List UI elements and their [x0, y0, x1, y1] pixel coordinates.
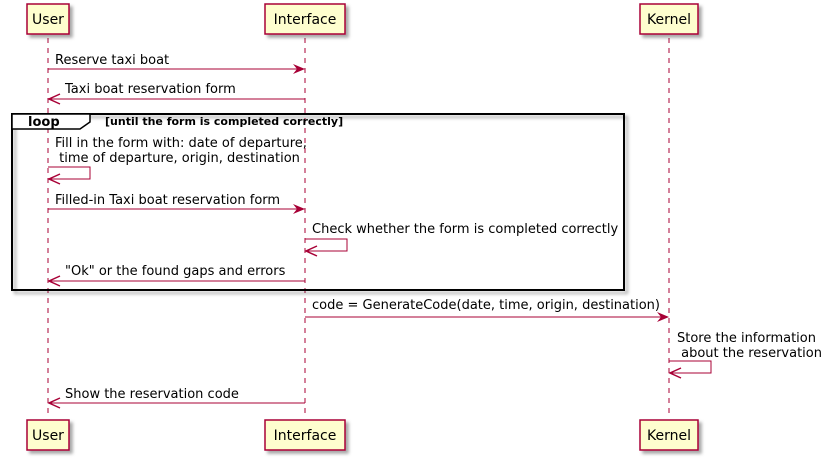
svg-text:Fill in the form with: date of: Fill in the form with: date of departure… — [55, 136, 307, 151]
loop-keyword: loop — [28, 115, 60, 130]
svg-text:about the reservation: about the reservation — [677, 346, 822, 361]
svg-text:Interface: Interface — [274, 12, 337, 28]
loop-condition: [until the form is completed correctly] — [105, 115, 343, 128]
svg-text:Filled-in Taxi boat reservatio: Filled-in Taxi boat reservation form — [55, 193, 280, 208]
svg-text:time of departure, origin, des: time of departure, origin, destination — [55, 151, 300, 166]
svg-text:Reserve taxi boat: Reserve taxi boat — [55, 53, 169, 68]
message-ok-or-errors: "Ok" or the found gaps and errors — [47, 264, 305, 287]
message-generate-code: code = GenerateCode(date, time, origin, … — [305, 298, 669, 322]
svg-text:"Ok" or the found gaps and err: "Ok" or the found gaps and errors — [65, 264, 286, 279]
svg-text:Kernel: Kernel — [647, 12, 691, 28]
participant-interface-top: Interface — [264, 3, 346, 35]
svg-text:Store the information: Store the information — [677, 331, 816, 346]
message-check-form: Check whether the form is completed corr… — [304, 222, 618, 257]
participant-user-bottom: User — [26, 419, 70, 451]
message-show-reservation-code: Show the reservation code — [47, 387, 305, 409]
svg-text:Interface: Interface — [274, 428, 337, 444]
message-reserve-taxi-boat: Reserve taxi boat — [48, 53, 305, 74]
svg-text:code = GenerateCode(date, time: code = GenerateCode(date, time, origin, … — [312, 298, 660, 313]
svg-text:Show the reservation code: Show the reservation code — [65, 387, 239, 402]
loop-frame: loop [until the form is completed correc… — [11, 113, 625, 291]
participant-user-top: User — [26, 3, 70, 35]
svg-text:User: User — [32, 12, 64, 28]
participant-kernel-top: Kernel — [639, 3, 699, 35]
participant-interface-bottom: Interface — [264, 419, 346, 451]
svg-text:User: User — [32, 428, 64, 444]
message-fill-in-form: Fill in the form with: date of departure… — [47, 136, 307, 185]
participant-kernel-bottom: Kernel — [639, 419, 699, 451]
message-filled-in-form: Filled-in Taxi boat reservation form — [48, 193, 305, 214]
svg-text:Taxi boat reservation form: Taxi boat reservation form — [64, 82, 236, 97]
svg-text:Check whether the form is comp: Check whether the form is completed corr… — [312, 222, 618, 237]
svg-text:Kernel: Kernel — [647, 428, 691, 444]
message-reservation-form: Taxi boat reservation form — [47, 82, 305, 105]
message-store-information: Store the information about the reservat… — [668, 331, 822, 379]
